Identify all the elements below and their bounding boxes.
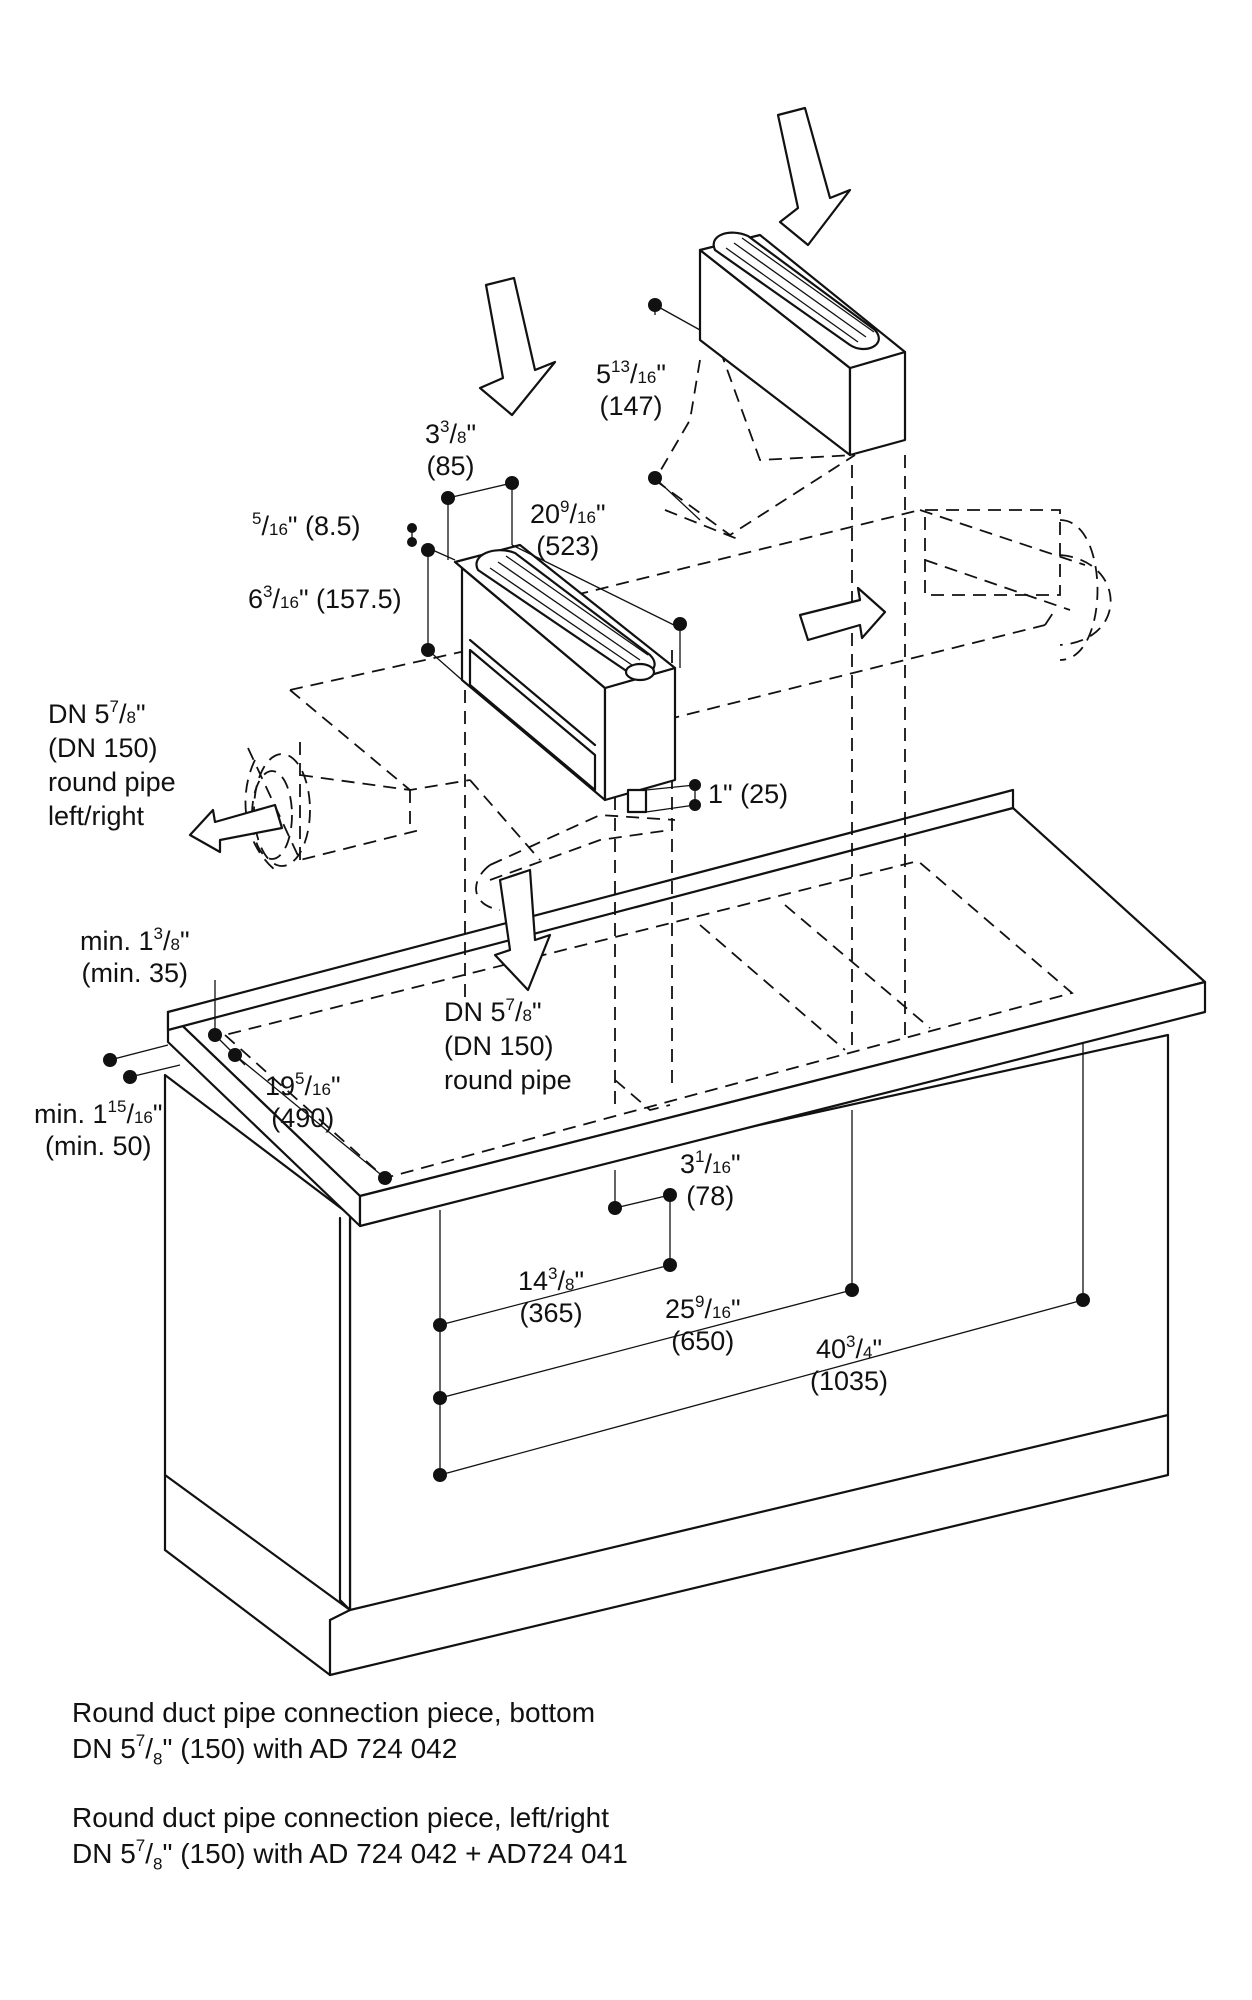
- arrow-right-icon: [798, 586, 887, 642]
- front-extractor-unit: [453, 543, 677, 814]
- arrow-down-pipe-icon: [493, 868, 552, 992]
- arrow-left-icon: [188, 803, 284, 854]
- arrow-down-front-icon: [478, 276, 557, 417]
- dim-min-front: min. 115/16" (min. 50): [34, 1097, 163, 1161]
- dimension-dots: [103, 298, 1090, 1482]
- dim-distance-2: 259/16" (650): [665, 1292, 741, 1356]
- hidden-lines: [224, 349, 1112, 1179]
- dim-unit-a-depth: 33/8" (85): [425, 417, 477, 481]
- dim-cutout-depth: 195/16" (490): [265, 1069, 341, 1133]
- dim-distance-1: 143/8" (365): [518, 1264, 585, 1328]
- dim-distance-3: 403/4" (1035): [810, 1332, 889, 1396]
- note-bottom-connection: Round duct pipe connection piece, bottom…: [72, 1697, 596, 1769]
- dimension-lines: [109, 304, 1084, 1478]
- arrow-down-rear-icon: [776, 106, 852, 247]
- dim-unit-a-height: 63/16" (157.5): [248, 582, 402, 614]
- cabinet: [163, 1033, 1170, 1677]
- dim-pipe-spacing: 31/16" (78): [680, 1147, 741, 1211]
- dim-unit-a-offset: 5/16" (8.5): [252, 509, 361, 541]
- rear-extractor-unit: [698, 231, 907, 457]
- airflow-arrows: [188, 106, 887, 992]
- dim-pipe-clearance: 1" (25): [708, 779, 789, 809]
- note-side-connection: Round duct pipe connection piece, left/r…: [72, 1802, 628, 1874]
- dim-unit-a-width: 209/16" (523): [530, 497, 606, 561]
- countertop: [166, 788, 1207, 1228]
- installation-diagram: [103, 106, 1207, 1677]
- dim-unit-b-height: 513/16" (147): [596, 357, 666, 421]
- dim-min-back: min. 13/8" (min. 35): [80, 924, 190, 988]
- label-bottom-pipe: DN 57/8" (DN 150) round pipe: [444, 995, 572, 1095]
- label-side-pipe: DN 57/8" (DN 150) round pipe left/right: [48, 697, 176, 831]
